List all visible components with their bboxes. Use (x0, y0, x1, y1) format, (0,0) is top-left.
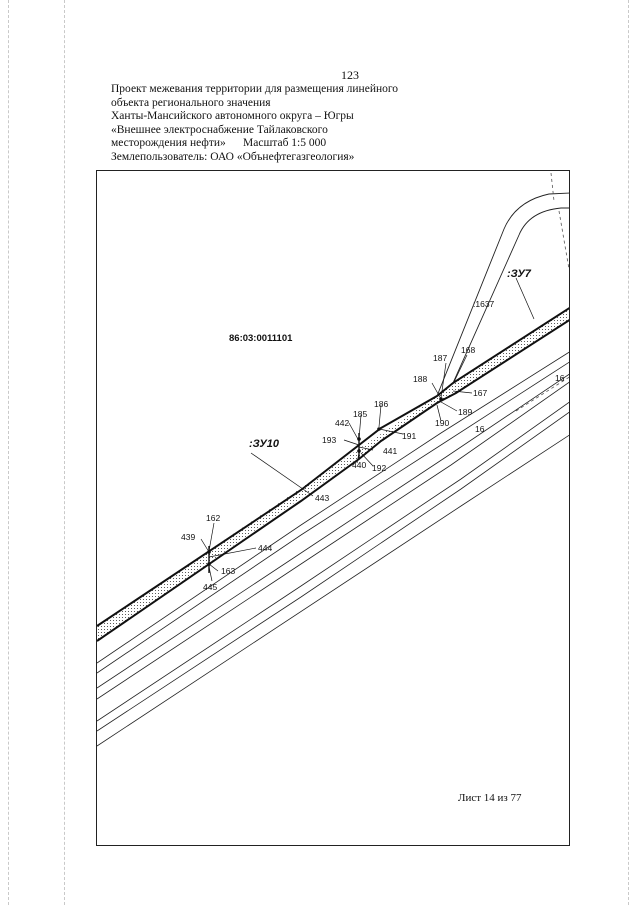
header-line-6: Землепользователь: ОАО «Обънефтегазгеоло… (111, 150, 355, 163)
point-label-191: 191 (402, 431, 416, 441)
point-label-162: 162 (206, 513, 220, 523)
header-line-5: месторождения нефти» Масштаб 1:5 000 (111, 137, 327, 150)
header-line-4: «Внешнее электроснабжение Тайлаковского (111, 123, 328, 136)
header-line-1: Проект межевания территории для размещен… (111, 83, 399, 95)
point-label-187: 187 (433, 353, 447, 363)
point-label-441: 441 (383, 446, 397, 456)
zone-label-zu10: :ЗУ10 (249, 438, 280, 450)
dashed-boundary (515, 172, 569, 412)
corridor-lines (97, 351, 569, 747)
point-label-189: 189 (458, 407, 472, 417)
survey-map: 86:03:0011101 :ЗУ10 :ЗУ7 :1637 187 168 1… (97, 172, 569, 747)
sheet-label: Лист 14 из 77 (458, 792, 522, 804)
header-line-2: объекта регионального значения (111, 96, 271, 109)
point-label-445: 445 (203, 582, 217, 592)
point-label-190: 190 (435, 418, 449, 428)
road-fork (436, 192, 569, 397)
point-label-186: 186 (374, 399, 388, 409)
header-line-3: Ханты-Мансийского автономного округа – Ю… (111, 110, 354, 123)
dotted-strip (97, 308, 569, 641)
boundary-upper (97, 307, 569, 627)
road-label-16-left: 16 (475, 424, 485, 434)
point-label-185: 185 (353, 409, 367, 419)
road-label-16-right: 16 (555, 373, 565, 383)
point-label-192: 192 (372, 463, 386, 473)
point-label-440: 440 (352, 460, 366, 470)
point-label-167: 167 (473, 388, 487, 398)
boundary-lower (97, 319, 569, 642)
point-label-193: 193 (322, 435, 336, 445)
scan-edge-left (8, 0, 9, 905)
point-label-168: 168 (461, 345, 475, 355)
page-number: 123 (341, 68, 359, 82)
point-label-442: 442 (335, 418, 349, 428)
point-label-444: 444 (258, 543, 272, 553)
leader-lines (200, 277, 535, 582)
point-label-443: 443 (315, 493, 329, 503)
parcel-label: :1637 (473, 299, 495, 309)
map-frame: 86:03:0011101 :ЗУ10 :ЗУ7 :1637 187 168 1… (96, 170, 570, 846)
document-header: Проект межевания территории для размещен… (111, 83, 398, 165)
zone-label-zu7: :ЗУ7 (507, 268, 532, 280)
point-label-439: 439 (181, 532, 195, 542)
point-label-163: 163 (221, 566, 235, 576)
point-label-188: 188 (413, 374, 427, 384)
scan-edge-inner (64, 0, 65, 905)
cadastral-block-label: 86:03:0011101 (229, 333, 293, 344)
scan-edge-right (628, 0, 629, 905)
